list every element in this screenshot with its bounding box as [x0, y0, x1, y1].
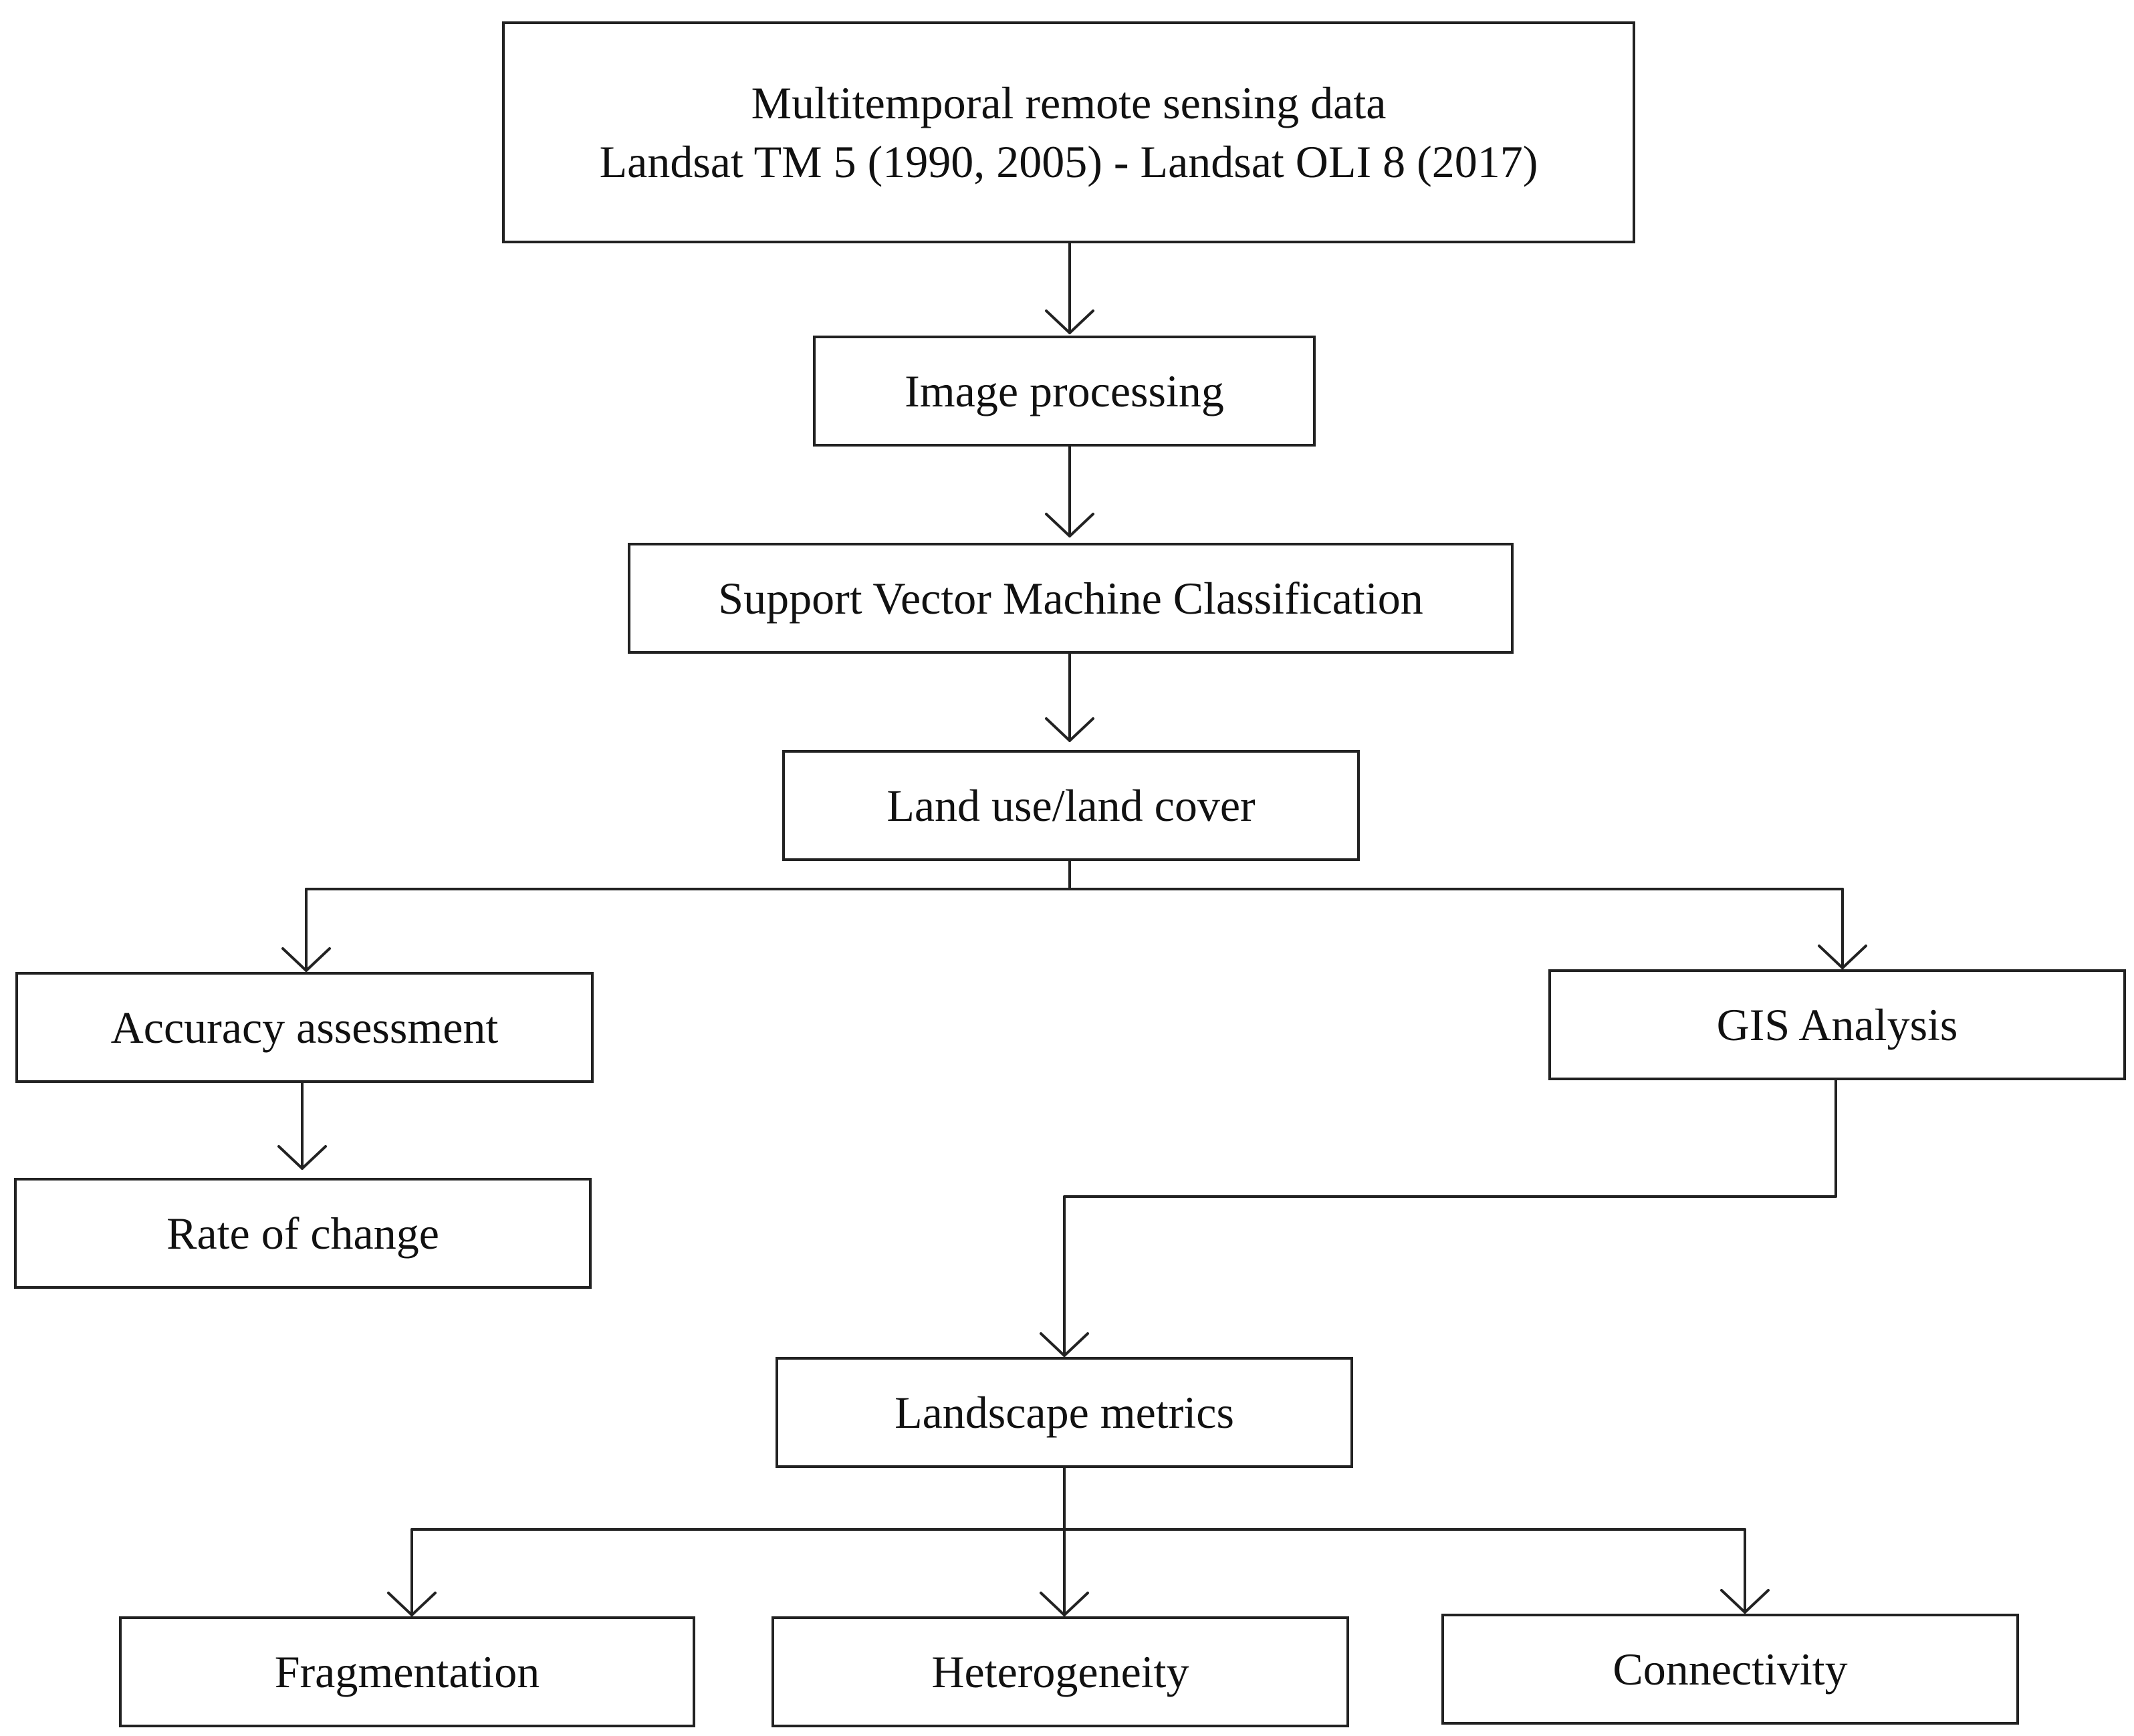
node-source-data-line1: Multitemporal remote sensing data [751, 77, 1387, 128]
node-gis-analysis-label: GIS Analysis [1716, 999, 1958, 1050]
node-landscape-metrics: Landscape metrics [776, 1357, 1353, 1468]
node-land-use-land-cover: Land use/land cover [782, 750, 1360, 861]
arrow-land-use-to-gis [1818, 888, 1867, 969]
arrow-svm-to-land-use [1045, 652, 1094, 742]
node-accuracy-assessment: Accuracy assessment [15, 972, 594, 1083]
node-land-use-land-cover-label: Land use/land cover [886, 779, 1256, 831]
arrow-metrics-to-heterogeneity [1040, 1528, 1089, 1616]
connector-landscape-metrics-split [410, 1467, 1746, 1531]
node-rate-of-change-label: Rate of change [166, 1207, 439, 1259]
arrow-metrics-to-fragmentation [387, 1528, 437, 1616]
node-connectivity-label: Connectivity [1613, 1643, 1848, 1695]
node-image-processing: Image processing [813, 336, 1316, 447]
node-connectivity: Connectivity [1441, 1614, 2019, 1725]
node-rate-of-change: Rate of change [14, 1178, 592, 1289]
arrow-image-processing-to-svm [1045, 445, 1094, 537]
arrow-accuracy-to-rate-of-change [277, 1082, 327, 1170]
arrow-land-use-to-accuracy [281, 888, 331, 972]
node-gis-analysis: GIS Analysis [1548, 969, 2126, 1080]
arrow-gis-to-landscape-metrics [1040, 1078, 1837, 1357]
connector-land-use-split [305, 860, 1844, 890]
node-source-data-line2: Landsat TM 5 (1990, 2005) - Landsat OLI … [599, 136, 1538, 187]
node-svm-classification: Support Vector Machine Classification [628, 543, 1514, 654]
node-source-data: Multitemporal remote sensing data Landsa… [502, 21, 1635, 243]
node-image-processing-label: Image processing [905, 365, 1224, 416]
node-svm-classification-label: Support Vector Machine Classification [718, 572, 1423, 624]
node-heterogeneity: Heterogeneity [772, 1616, 1349, 1727]
node-accuracy-assessment-label: Accuracy assessment [110, 1001, 499, 1053]
node-fragmentation-label: Fragmentation [274, 1646, 540, 1697]
node-heterogeneity-label: Heterogeneity [931, 1646, 1189, 1697]
node-landscape-metrics-label: Landscape metrics [895, 1386, 1234, 1438]
arrow-source-to-image-processing [1045, 241, 1094, 334]
node-fragmentation: Fragmentation [119, 1616, 695, 1727]
arrow-metrics-to-connectivity [1720, 1528, 1770, 1614]
